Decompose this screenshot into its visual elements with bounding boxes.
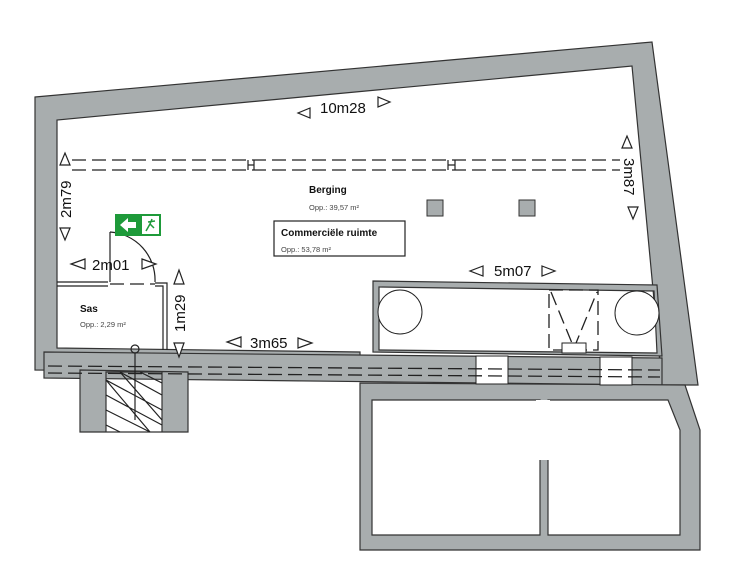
circle-fixture	[614, 290, 660, 336]
dim-left: 2m79	[58, 180, 75, 218]
dim-bottom-right: 5m07	[494, 263, 532, 280]
room-name-sas: Sas	[80, 304, 98, 315]
dim-sas-depth: 1m29	[172, 294, 189, 332]
sas-walls	[57, 281, 168, 350]
column	[426, 199, 444, 217]
dimension-arrows	[59, 96, 639, 359]
room-label-box	[273, 220, 406, 257]
stair	[105, 371, 163, 433]
fixture-base	[561, 342, 587, 354]
opening	[599, 356, 633, 386]
dashed-fixture	[548, 289, 599, 351]
room-area-sas: Opp.: 2,29 m²	[80, 320, 126, 329]
room-name-berging: Berging	[309, 185, 347, 196]
circle-fixture	[377, 289, 423, 335]
dim-sas-width: 2m01	[92, 257, 130, 274]
dim-bottom-left: 3m65	[250, 335, 288, 352]
beam-line	[72, 159, 620, 171]
beam-line-bottom	[47, 365, 661, 378]
lower-right-wall	[359, 382, 701, 551]
room-area-berging: Opp.: 39,57 m²	[309, 203, 360, 212]
room-name-commercial: Commerciële ruimte	[281, 228, 378, 239]
opening	[475, 355, 509, 385]
room-area-commercial: Opp.: 53,78 m²	[281, 245, 332, 254]
beam-marker	[247, 160, 456, 170]
dim-right: 3m87	[620, 158, 637, 196]
emergency-exit-sign	[115, 214, 161, 236]
stair-walls	[79, 369, 189, 433]
column	[518, 199, 536, 217]
opening	[536, 400, 550, 460]
dim-top: 10m28	[320, 100, 366, 117]
